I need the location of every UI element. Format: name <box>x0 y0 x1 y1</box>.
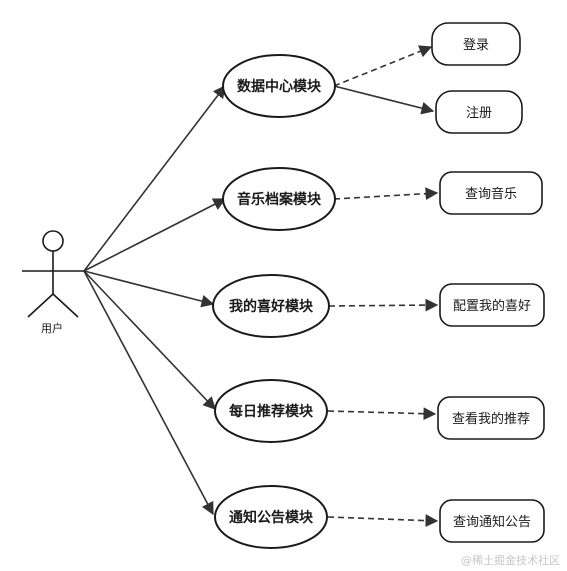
module-5-ellipse <box>214 485 328 549</box>
edge-user-to-module-1 <box>83 84 226 272</box>
module-2-label: 音乐档案模块 <box>237 191 322 208</box>
function-edges <box>327 45 439 527</box>
function-query-notices: 查询通知公告 <box>439 499 545 543</box>
function-query-music-label: 查询音乐 <box>465 186 517 202</box>
module-3-ellipse <box>212 274 330 338</box>
edge-module-3-to-func <box>328 298 439 312</box>
module-2: 音乐档案模块 <box>222 167 336 231</box>
actor-left-leg <box>27 293 54 318</box>
module-1-ellipse <box>222 54 336 118</box>
module-4-label: 每日推荐模块 <box>229 403 314 420</box>
module-3-label: 我的喜好模块 <box>229 298 314 315</box>
function-register: 注册 <box>435 90 523 134</box>
edge-module-1-to-register <box>333 85 435 115</box>
module-2-ellipse <box>222 167 336 231</box>
function-login-label: 登录 <box>463 38 489 53</box>
watermark-text: @稀土掘金技术社区 <box>461 553 560 567</box>
module-1-label: 数据中心模块 <box>237 78 322 95</box>
edge-module-1-to-login <box>333 45 433 87</box>
function-query-music-box <box>439 171 543 215</box>
edge-user-to-module-5 <box>83 270 214 516</box>
function-view-recommendations: 查看我的推荐 <box>437 396 545 440</box>
function-view-recommendations-label: 查看我的推荐 <box>452 411 530 427</box>
function-configure-preferences-label: 配置我的喜好 <box>453 298 531 314</box>
function-login: 登录 <box>431 22 521 66</box>
function-configure-preferences: 配置我的喜好 <box>439 283 545 327</box>
function-query-notices-box <box>439 499 545 543</box>
edge-user-to-module-4 <box>83 270 216 410</box>
edge-module-5-to-func <box>327 514 439 527</box>
function-query-music: 查询音乐 <box>439 171 543 215</box>
edge-module-2-to-func <box>333 187 439 201</box>
function-login-box <box>431 22 521 66</box>
edge-module-4-to-func <box>327 407 437 421</box>
actor-user: 用户 <box>22 230 84 335</box>
edge-user-to-module-2 <box>83 198 227 272</box>
function-configure-preferences-box <box>439 283 545 327</box>
module-4: 每日推荐模块 <box>214 379 328 443</box>
module-1: 数据中心模块 <box>222 54 336 118</box>
function-view-recommendations-box <box>437 396 545 440</box>
module-4-ellipse <box>214 379 328 443</box>
actor-label: 用户 <box>41 321 63 335</box>
function-query-notices-label: 查询通知公告 <box>453 514 531 530</box>
actor-right-leg <box>52 293 79 318</box>
module-3: 我的喜好模块 <box>212 274 330 338</box>
module-5-label: 通知公告模块 <box>229 509 314 526</box>
actor-edges <box>83 84 227 516</box>
module-5: 通知公告模块 <box>214 485 328 549</box>
edge-user-to-module-3 <box>83 270 215 308</box>
function-register-box <box>435 90 523 134</box>
actor-head <box>42 230 64 252</box>
function-register-label: 注册 <box>466 106 492 121</box>
